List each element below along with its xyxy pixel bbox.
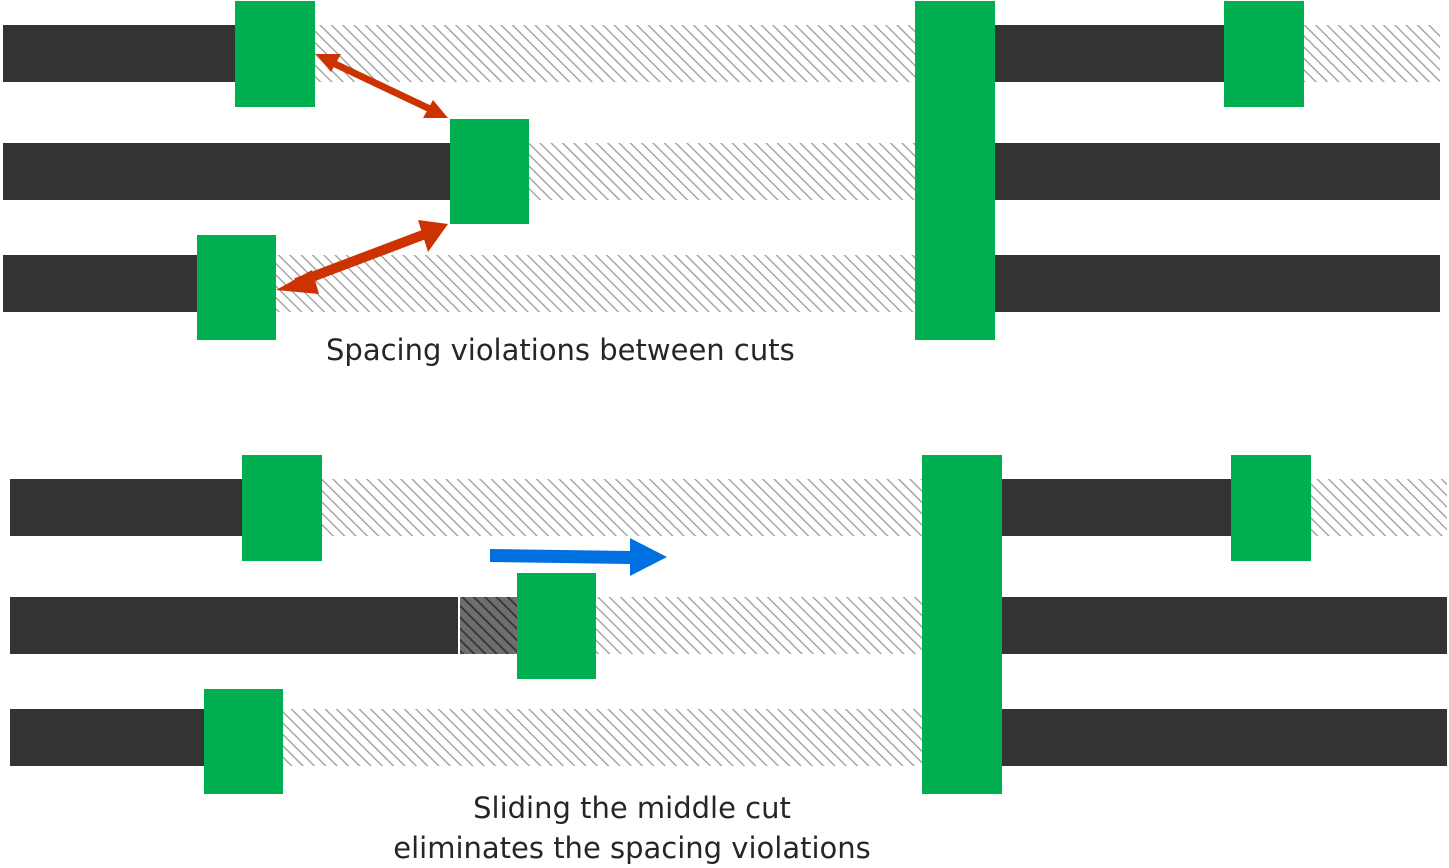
violation-arrow-upper	[316, 54, 448, 118]
top-cut-tall	[915, 1, 995, 340]
top-cut-track1-right	[1224, 1, 1304, 107]
bottom-cut-tall	[922, 455, 1002, 794]
slide-arrow	[490, 538, 667, 576]
bottom-track1-gap	[322, 479, 922, 536]
top-track3-wire-right	[995, 255, 1440, 312]
top-track1-gap	[315, 25, 915, 82]
top-track2-wire-left	[3, 143, 450, 200]
top-track2-gap	[529, 143, 915, 200]
top-panel	[3, 1, 1440, 340]
bottom-track1-wire-right	[1002, 479, 1231, 536]
top-track1-wire-left	[3, 25, 235, 82]
bottom-track3-wire-right	[1002, 709, 1447, 766]
violation-arrow-lower	[276, 220, 448, 294]
bottom-track2-extension	[460, 597, 517, 654]
bottom-track2-gap	[596, 597, 922, 654]
top-track2-wire-right	[995, 143, 1440, 200]
bottom-cut-middle-slid	[517, 573, 596, 679]
bottom-track2-wire-right	[1002, 597, 1447, 654]
top-cut-track3-left	[197, 235, 276, 340]
bottom-caption-line2: eliminates the spacing violations	[393, 831, 871, 865]
top-track1-wire-right	[995, 25, 1224, 82]
top-track3-wire-left	[3, 255, 197, 312]
bottom-panel	[10, 455, 1447, 794]
top-track3-gap	[276, 255, 915, 312]
bottom-track3-wire-left	[10, 709, 204, 766]
bottom-cut-track1-right	[1231, 455, 1311, 561]
bottom-track3-gap	[283, 709, 922, 766]
top-cut-middle	[450, 119, 529, 224]
bottom-track1-gap-right	[1311, 479, 1447, 536]
top-caption: Spacing violations between cuts	[326, 333, 795, 367]
bottom-caption-line1: Sliding the middle cut	[473, 791, 791, 825]
bottom-track2-wire-left	[10, 597, 458, 654]
top-track1-gap-right	[1304, 25, 1440, 82]
bottom-cut-track3-left	[204, 689, 283, 794]
bottom-cut-track1-left	[242, 455, 322, 561]
bottom-track1-wire-left	[10, 479, 242, 536]
top-cut-track1-left	[235, 1, 315, 107]
bottom-caption: Sliding the middle cut eliminates the sp…	[382, 788, 882, 868]
